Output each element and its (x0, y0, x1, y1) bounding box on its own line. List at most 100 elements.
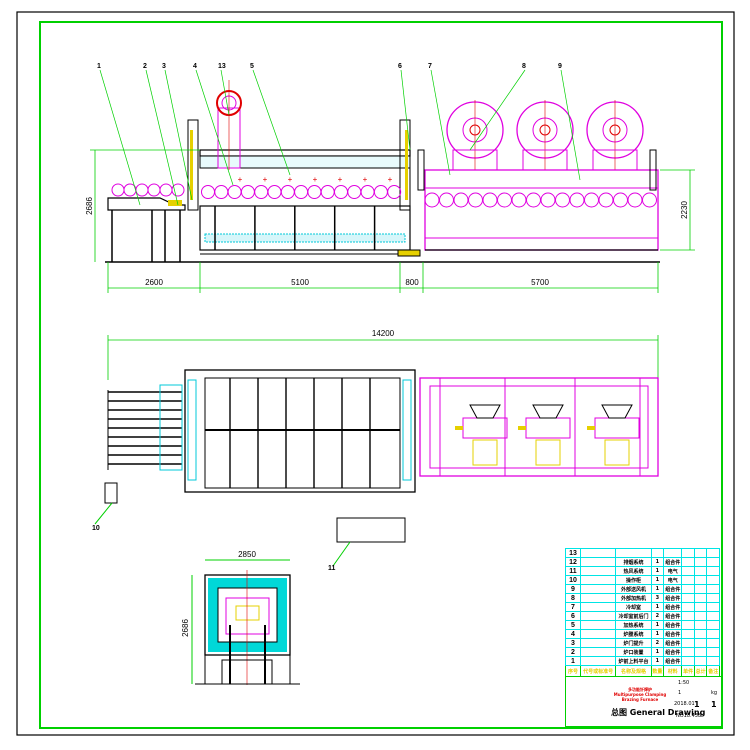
parts-empty-cell (693, 602, 708, 612)
parts-empty-cell (706, 638, 720, 648)
parts-name: 炉膛系统 (615, 629, 652, 639)
heater-markers: +++++++ (238, 175, 393, 184)
parts-header-cell: 备注 (706, 665, 720, 677)
parts-no: 2 (565, 647, 581, 657)
heater-mark: + (363, 175, 368, 184)
parts-qty: 1 (650, 566, 665, 576)
parts-empty-cell (579, 593, 617, 603)
parts-empty-cell (706, 647, 720, 657)
parts-empty-cell (693, 620, 708, 630)
parts-qty: 2 (650, 638, 665, 648)
parts-empty-cell (706, 584, 720, 594)
parts-name: 外部加热机 (615, 593, 652, 603)
roller (254, 185, 269, 199)
parts-qty: 1 (650, 602, 665, 612)
dim-seg1: 2600 (145, 278, 163, 287)
parts-no: 11 (565, 566, 581, 576)
roller (468, 192, 483, 208)
parts-remark: 组合件 (663, 557, 683, 567)
parts-remark: 组合件 (663, 584, 683, 594)
heater-mark: + (338, 175, 343, 184)
roller (135, 183, 149, 197)
roller (482, 192, 498, 208)
parts-name: 炉口装置 (615, 647, 652, 657)
parts-empty-cell (681, 620, 695, 630)
loading-platform (107, 197, 186, 262)
part-label: 6 (398, 63, 402, 70)
scale: 1:50 (678, 680, 690, 686)
hot-air-system-box (336, 517, 406, 543)
parts-name: 外部送风机 (615, 584, 652, 594)
parts-qty: 1 (650, 656, 665, 666)
parts-remark (663, 548, 683, 558)
sheet: 1 (678, 690, 682, 696)
parts-empty-cell (579, 584, 617, 594)
title-block: 多功能钎焊炉 Multipurpose Clamping Brazing Fur… (565, 676, 722, 727)
control-cabinet (104, 482, 118, 504)
parts-empty-cell (681, 638, 695, 648)
company-name-en: Multipurpose Clamping Brazing Furnace (613, 692, 667, 702)
drawing-title: 总图 General Drawing (611, 708, 706, 717)
heater-mark: + (263, 175, 268, 184)
part-label: 7 (428, 63, 432, 70)
parts-remark: 电气 (663, 575, 683, 585)
parts-empty-cell (706, 593, 720, 603)
parts-empty-cell (693, 548, 708, 558)
roller (627, 192, 643, 208)
roller (201, 185, 215, 199)
parts-no: 4 (565, 629, 581, 639)
parts-no: 6 (565, 611, 581, 621)
dim-section-height: 2686 (181, 619, 190, 637)
roller (598, 192, 614, 208)
heating-furnace (187, 80, 421, 257)
parts-remark: 组合件 (663, 638, 683, 648)
heater-mark: + (388, 175, 393, 184)
parts-empty-cell (693, 656, 708, 666)
parts-empty-cell (706, 575, 720, 585)
parts-empty-cell (579, 638, 617, 648)
parts-name: 排烟系统 (615, 557, 652, 567)
parts-empty-cell (681, 629, 695, 639)
roller (497, 192, 512, 208)
dim-seg4: 5700 (531, 278, 549, 287)
parts-header-cell: 序号 (565, 665, 581, 677)
parts-empty-cell (706, 656, 720, 666)
parts-name: 冷却室 (615, 602, 652, 612)
plan-cooling-units (439, 378, 641, 476)
parts-empty-cell (693, 629, 708, 639)
roller (320, 185, 335, 199)
roller (360, 185, 375, 199)
parts-name: 加热系统 (615, 620, 652, 630)
roller (227, 185, 242, 199)
parts-remark: 组合件 (663, 602, 683, 612)
parts-empty-cell (579, 611, 617, 621)
leader-line (220, 69, 230, 116)
parts-empty-cell (706, 602, 720, 612)
parts-empty-cell (693, 593, 708, 603)
parts-empty-cell (681, 575, 695, 585)
roller (294, 185, 309, 199)
parts-qty: 1 (650, 584, 665, 594)
parts-no: 1 (565, 656, 581, 666)
parts-name: 操作柜 (615, 575, 652, 585)
heater-mark: + (288, 175, 293, 184)
roller (584, 192, 599, 208)
parts-empty-cell (706, 629, 720, 639)
sheet-no: 1 (694, 700, 700, 709)
drawing-number: NO18.438 (676, 713, 702, 719)
roller (453, 192, 469, 208)
parts-remark: 组合件 (663, 656, 683, 666)
part-label: 8 (522, 63, 526, 70)
roller (555, 192, 570, 208)
leader-line (430, 69, 451, 176)
label-11: 11 (328, 565, 336, 572)
cooling-fans (446, 100, 644, 171)
company-name-cn: 多功能钎焊炉 (628, 687, 652, 692)
parts-remark: 组合件 (663, 611, 683, 621)
parts-no: 10 (565, 575, 581, 585)
